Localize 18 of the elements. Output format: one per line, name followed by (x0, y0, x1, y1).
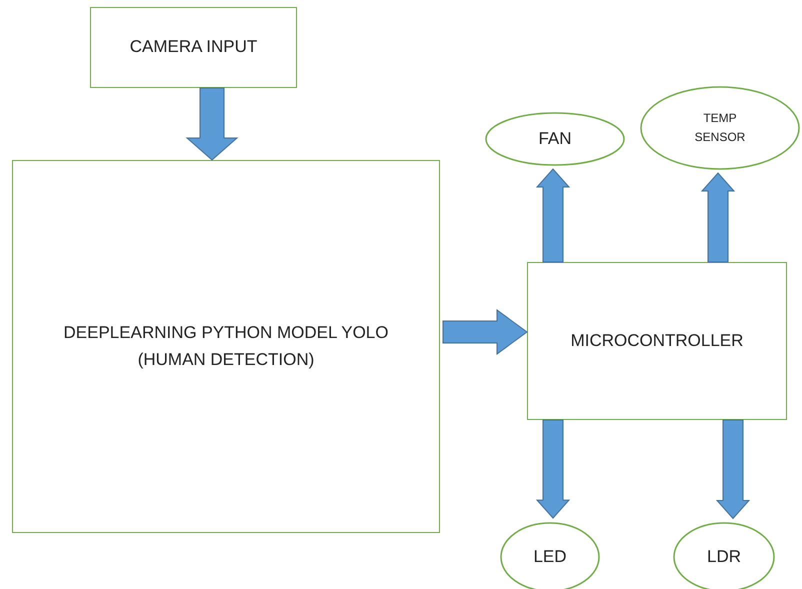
block-arrow (536, 168, 570, 262)
node-label: LED (533, 546, 567, 568)
process-box (12, 160, 440, 533)
block-arrow (700, 172, 736, 262)
block-arrow (716, 420, 750, 520)
node-label: DEEPLEARNING PYTHON MODEL YOLO (HUMAN DETECTION) (62, 322, 390, 370)
block-arrow (442, 309, 528, 355)
ellipse-node (640, 86, 800, 170)
node-label: TEMP SENSOR (694, 110, 746, 146)
process-box (90, 7, 297, 88)
node-label: FAN (538, 128, 572, 150)
node-label: MICROCONTROLLER (570, 330, 744, 352)
process-box (527, 262, 787, 420)
block-arrow (186, 88, 238, 161)
ellipse-node (485, 112, 625, 166)
node-label: CAMERA INPUT (130, 36, 258, 58)
block-arrow (536, 420, 570, 519)
node-label: LDR (706, 546, 741, 568)
